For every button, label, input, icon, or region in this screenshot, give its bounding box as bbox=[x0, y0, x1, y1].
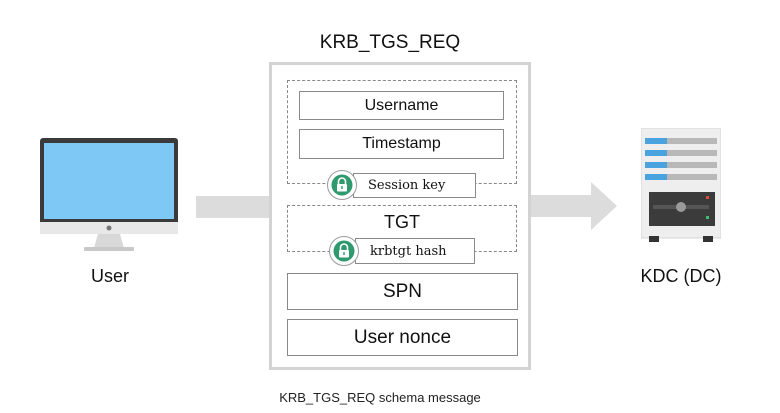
krbtgt-hash-lock-icon bbox=[329, 236, 359, 266]
user-label: User bbox=[90, 266, 129, 286]
krbtgt-hash-tag: krbtgt hash bbox=[355, 238, 475, 264]
user-computer-icon bbox=[38, 138, 180, 256]
user-nonce-field: User nonce bbox=[287, 319, 518, 356]
spn-field: SPN bbox=[287, 273, 518, 310]
kdc-server-icon bbox=[640, 127, 722, 244]
tgt-label: TGT bbox=[384, 212, 420, 232]
timestamp-field: Timestamp bbox=[299, 129, 504, 159]
kdc-label: KDC (DC) bbox=[640, 266, 722, 286]
diagram-title: KRB_TGS_REQ bbox=[319, 32, 461, 53]
arrow-right-icon bbox=[531, 182, 617, 230]
session-key-tag: Session key bbox=[353, 173, 476, 198]
username-field: Username bbox=[299, 91, 504, 120]
session-key-lock-icon bbox=[327, 170, 357, 200]
arrow-shaft-left bbox=[196, 196, 270, 218]
diagram-caption: KRB_TGS_REQ schema message bbox=[279, 390, 481, 405]
